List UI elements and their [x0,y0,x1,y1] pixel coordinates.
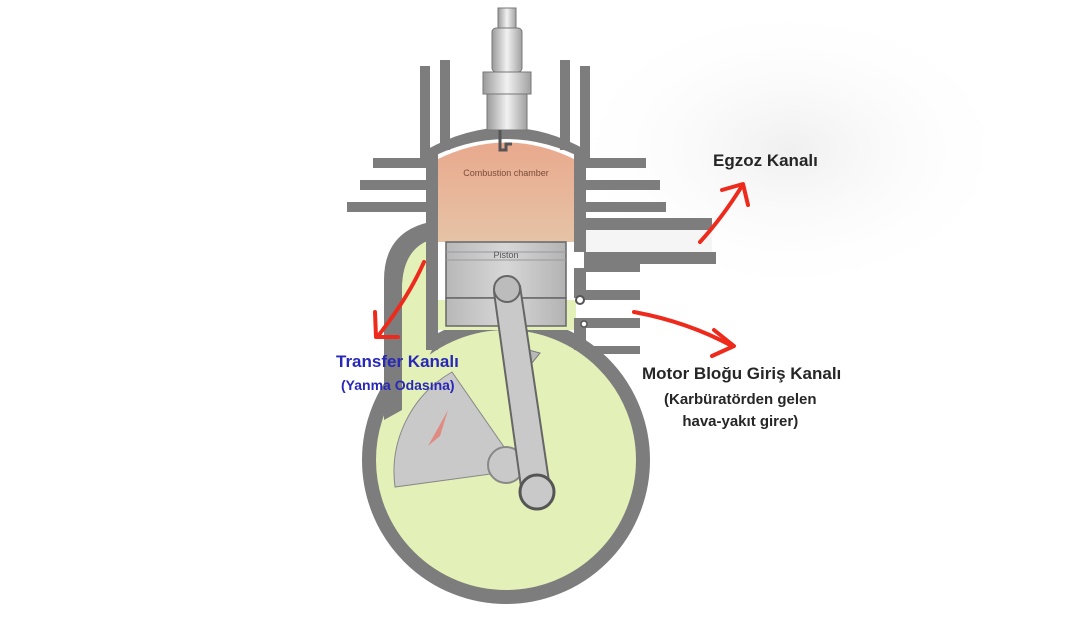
intake-arrow [632,310,736,358]
intake-sublabel-line-2: hava-yakıt girer) [682,413,799,430]
cooling-fins [347,60,666,212]
intake-port-label: Motor Bloğu Giriş Kanalı [642,364,842,383]
intake-port [575,262,640,354]
exhaust-arrow [698,182,750,244]
exhaust-port-label: Egzoz Kanalı [713,151,818,170]
piston-label: Piston [493,250,518,260]
spark-plug [482,7,532,152]
transfer-port-sublabel: (Yanma Odasına) [341,377,455,393]
transfer-port-label: Transfer Kanalı [336,352,459,371]
transfer-channel [384,222,432,420]
transfer-arrow [373,260,426,339]
connecting-rod [492,275,556,511]
exhaust-port [584,218,716,264]
intake-port-sublabel: (Karbüratörden gelen hava-yakıt girer) [664,389,817,433]
combustion-chamber-label: Combustion chamber [463,168,549,178]
intake-sublabel-line-1: (Karbüratörden gelen [664,391,817,408]
